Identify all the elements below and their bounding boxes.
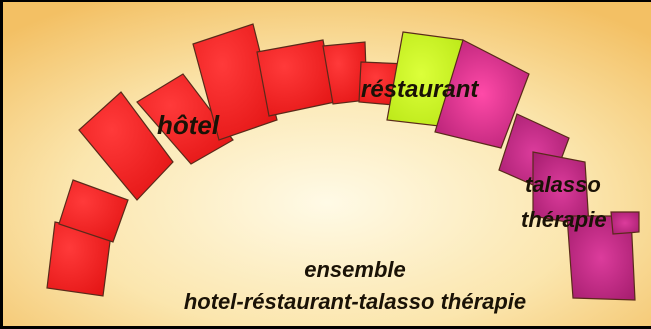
arch-diagram: hôtel réstaurant talasso thérapie ensemb… [3, 2, 651, 326]
hotel-block [78, 91, 174, 201]
talasso-label-line1: talasso [525, 172, 601, 197]
hotel-block [192, 23, 278, 141]
hotel-block [58, 179, 129, 243]
talasso-block [566, 215, 636, 301]
restaurant-label: réstaurant [361, 76, 479, 103]
hotel-block [136, 73, 234, 165]
talasso-block [434, 39, 530, 149]
talasso-block [610, 211, 640, 235]
talasso-label-line2: thérapie [521, 207, 607, 232]
hotel-block [256, 39, 336, 117]
caption-line1: ensemble [304, 257, 406, 282]
caption-line2: hotel-réstaurant-talasso thérapie [184, 289, 526, 314]
talasso-blocks [434, 39, 640, 301]
hotel-label: hôtel [157, 110, 220, 140]
